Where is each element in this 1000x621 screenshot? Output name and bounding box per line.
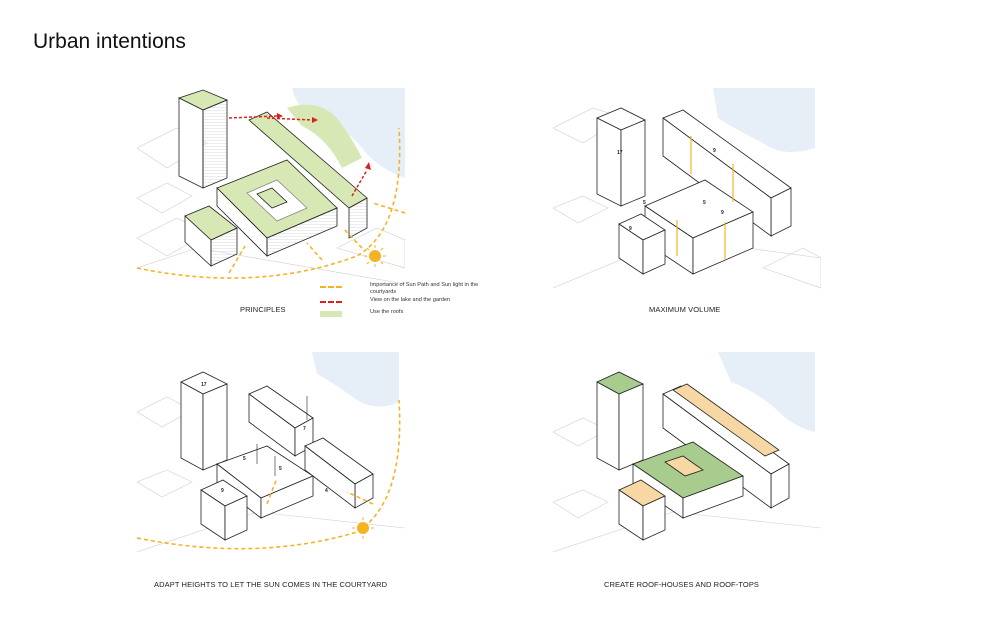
legend-item-sun-path: Importance of Sun Path and Sun light in … bbox=[320, 282, 480, 295]
floor-label: 5 bbox=[643, 200, 646, 206]
courtyard-block bbox=[184, 111, 368, 267]
roof-houses-diagram bbox=[553, 352, 821, 562]
caption-roof-houses: CREATE ROOF-HOUSES AND ROOF-TOPS bbox=[604, 580, 760, 589]
legend-item-roofs: Use the roofs bbox=[320, 309, 480, 321]
legend-swatch-orange bbox=[320, 286, 342, 288]
floor-label: 5 bbox=[243, 456, 246, 462]
legend: Importance of Sun Path and Sun light in … bbox=[320, 282, 480, 321]
legend-swatch-red bbox=[320, 301, 342, 303]
caption-adapt-heights: ADAPT HEIGHTS TO LET THE SUN COMES IN TH… bbox=[154, 580, 388, 589]
principles-diagram bbox=[137, 88, 405, 284]
sun-icon bbox=[352, 517, 374, 539]
floor-label: 9 bbox=[221, 488, 224, 494]
floor-label: 4 bbox=[325, 488, 328, 494]
legend-item-view: View on the lake and the garden bbox=[320, 297, 480, 309]
adapt-heights-diagram: 17 7 5 5 4 9 bbox=[137, 352, 405, 562]
page-title: Urban intentions bbox=[33, 30, 186, 53]
floor-label: 7 bbox=[303, 426, 306, 432]
floor-label: 9 bbox=[629, 226, 632, 232]
sun-icon bbox=[364, 245, 386, 267]
floor-label: 9 bbox=[713, 148, 716, 154]
tower-building bbox=[177, 89, 229, 189]
floor-label: 17 bbox=[617, 150, 623, 156]
floor-label: 5 bbox=[703, 200, 706, 206]
floor-label: 9 bbox=[721, 210, 724, 216]
maximum-volume-diagram: 17 9 5 5 9 9 bbox=[553, 88, 821, 298]
caption-maximum-volume: MAXIMUM VOLUME bbox=[649, 305, 721, 314]
floor-label: 17 bbox=[201, 382, 207, 388]
garden-area bbox=[287, 104, 362, 168]
legend-swatch-green bbox=[320, 311, 342, 317]
floor-label: 5 bbox=[279, 466, 282, 472]
caption-principles: PRINCIPLES bbox=[240, 305, 286, 314]
